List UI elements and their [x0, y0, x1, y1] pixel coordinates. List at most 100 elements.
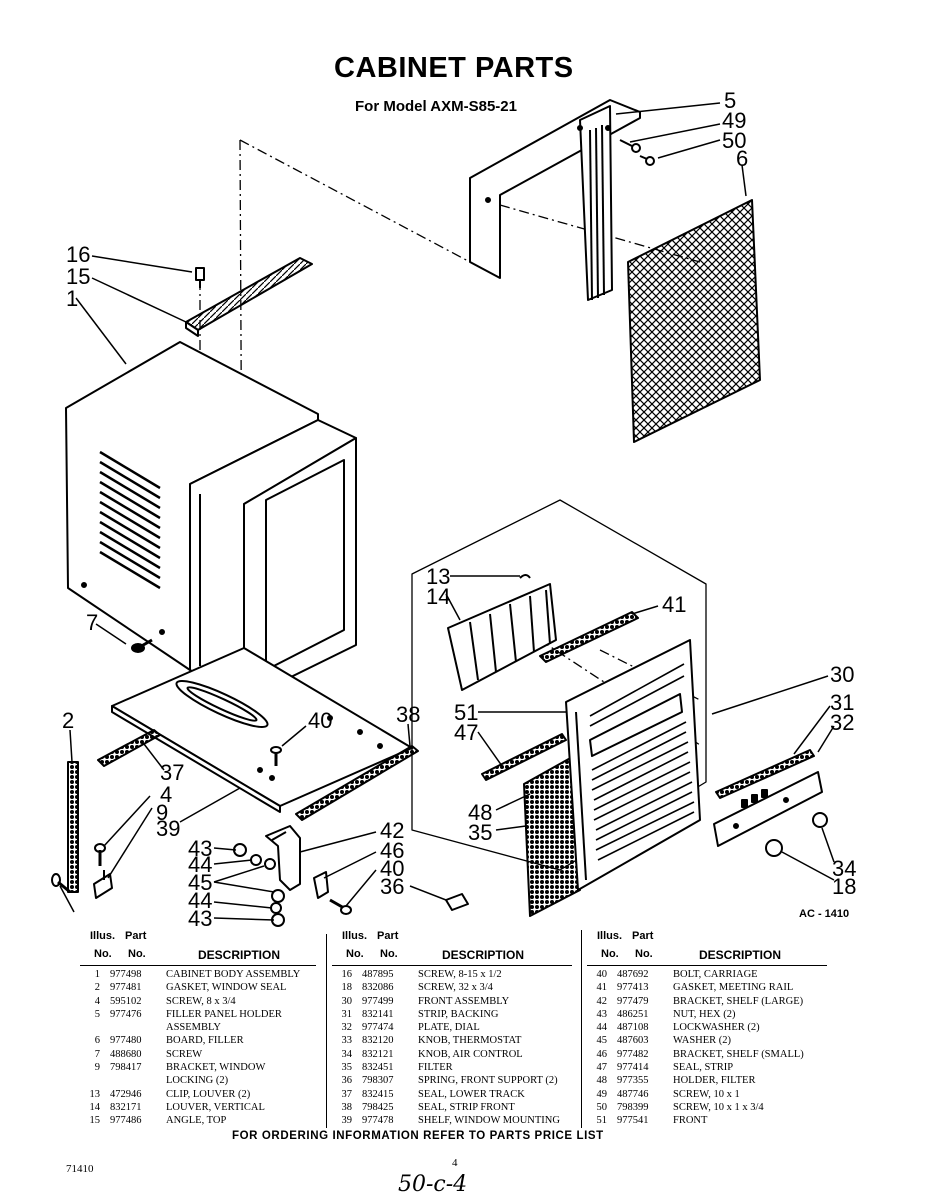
callout-38: 38	[396, 702, 420, 727]
illus-number: 43	[596, 1008, 608, 1020]
callout-45: 45	[188, 870, 212, 895]
part-description: GASKET, WINDOW SEAL	[166, 982, 287, 994]
part-description: SEAL, STRIP FRONT	[418, 1101, 515, 1113]
illus-number: 18	[341, 982, 353, 994]
callout-34: 18	[832, 874, 856, 899]
part-description: GASKET, MEETING RAIL	[673, 982, 794, 994]
part-description: PLATE, DIAL	[418, 1022, 480, 1034]
part-number: 832120	[362, 1035, 394, 1047]
part-number: 977541	[617, 1115, 649, 1127]
illus-number: 49	[596, 1088, 608, 1100]
part-description: LOUVER, VERTICAL	[166, 1101, 265, 1113]
callout-40-bottom: 40	[380, 856, 404, 881]
illus-number: 44	[596, 1022, 608, 1034]
part-description: LOCKWASHER (2)	[673, 1022, 760, 1034]
part-number: 832171	[110, 1101, 142, 1113]
callout-35: 35	[468, 820, 492, 845]
part-number: 798399	[617, 1101, 649, 1113]
part-number: 832451	[362, 1062, 394, 1074]
part-description: STRIP, BACKING	[418, 1008, 499, 1020]
illus-number: 38	[341, 1101, 353, 1113]
callout-7: 7	[86, 610, 98, 635]
callout-15: 15	[66, 264, 90, 289]
figure-code: AC - 1410	[799, 908, 850, 920]
callout-42: 42	[380, 818, 404, 843]
callout-51: 51	[454, 700, 478, 725]
illus-number: 50	[596, 1101, 608, 1113]
parts-row: 50 798399 SCREW, 10 x 1 x 3/4	[587, 1101, 837, 1114]
callout-31: 31	[830, 690, 854, 715]
part-number: 977478	[362, 1115, 394, 1127]
louver-clip	[519, 574, 531, 579]
part-number: 977355	[617, 1075, 649, 1087]
top-angle	[185, 257, 313, 337]
part-number: 832121	[362, 1048, 394, 1060]
part-description: SEAL, LOWER TRACK	[418, 1088, 525, 1100]
part-description: KNOB, THERMOSTAT	[418, 1035, 522, 1047]
part-description: FILTER	[418, 1062, 453, 1074]
part-description: SCREW, 10 x 1 x 3/4	[673, 1101, 764, 1113]
model-subtitle: For Model AXM-S85-21	[355, 98, 517, 115]
part-number: 488680	[110, 1048, 142, 1060]
illus-number: 30	[341, 995, 353, 1007]
callout-33: 34	[832, 856, 856, 881]
part-description: BOARD, FILLER	[166, 1035, 244, 1047]
exploded-diagram: 5 49 50 6 16 15 1 13 14 41 30 31 32 7 2 …	[51, 88, 856, 930]
header-illus-no: No.	[346, 948, 364, 960]
callout-4: 4	[160, 782, 172, 807]
column-header: Illus. Part No. No. DESCRIPTION	[332, 930, 577, 968]
part-number: 977413	[617, 982, 649, 994]
part-description: WASHER (2)	[673, 1035, 732, 1047]
part-description: HOLDER, FILTER	[673, 1075, 756, 1087]
callout-37: 37	[160, 760, 184, 785]
illus-number: 45	[596, 1035, 608, 1047]
part-description: BRACKET, SHELF (LARGE)	[673, 995, 804, 1007]
illus-number: 13	[89, 1088, 101, 1100]
part-number: 977482	[617, 1048, 649, 1060]
front-grille	[565, 639, 701, 891]
filler-panel-holder	[469, 99, 641, 301]
part-number: 977479	[617, 995, 649, 1007]
header-rule	[332, 965, 572, 966]
callout-16: 16	[66, 242, 90, 267]
screw-18	[51, 873, 71, 894]
part-number: 977486	[110, 1115, 142, 1127]
callout-6: 6	[736, 146, 748, 171]
illus-number: 15	[89, 1115, 101, 1127]
callout-49: 49	[722, 108, 746, 133]
part-description: SCREW, 8 x 3/4	[166, 995, 236, 1007]
illus-number: 7	[94, 1048, 100, 1060]
part-description: SPRING, FRONT SUPPORT (2)	[418, 1075, 558, 1087]
callout-32: 32	[830, 710, 854, 735]
strip-seal	[481, 733, 567, 781]
strip-front-seal	[295, 745, 419, 821]
dial-plate	[713, 771, 823, 847]
header-part: Part	[632, 930, 654, 942]
front-assembly-outline	[411, 499, 707, 871]
part-number: 832141	[362, 1008, 394, 1020]
page-code: 71410	[66, 1163, 94, 1175]
illus-number: 40	[596, 969, 608, 980]
